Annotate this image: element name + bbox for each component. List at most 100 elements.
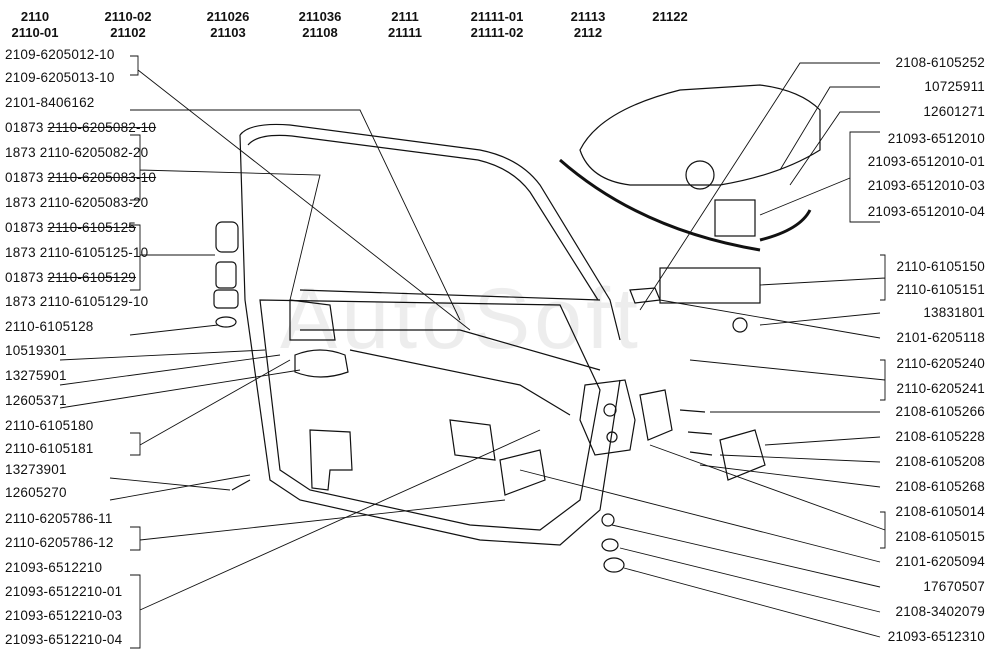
part-number-label: 21093-6512310 xyxy=(887,629,985,644)
part-code: 2110-6205083-10 xyxy=(47,170,157,185)
part-number-label: 01873 2110-6105125 xyxy=(5,220,136,236)
part-number-label: 12601271 xyxy=(923,104,985,119)
part-number-label: 12605371 xyxy=(5,393,67,409)
part-number-label: 17670507 xyxy=(923,579,985,594)
model-code: 21103 xyxy=(210,25,246,40)
door-window-frame xyxy=(239,123,621,341)
part-code: 21093-6512210-01 xyxy=(5,584,123,599)
part-code: 13275901 xyxy=(5,368,67,383)
part-number-label: 2110-6205241 xyxy=(896,381,985,396)
part-number-label: 2101-6205094 xyxy=(895,554,985,569)
part-number-label: 2101-6205118 xyxy=(896,330,985,345)
part-number-label: 21093-6512010-03 xyxy=(867,178,985,193)
model-code: 2110-02 xyxy=(104,9,152,24)
striker xyxy=(639,389,673,441)
model-code: 21111-01 xyxy=(470,9,524,24)
part-code: 2110-6105125-10 xyxy=(39,245,149,260)
part-number-label: 2110-6105181 xyxy=(5,441,93,457)
part-number-label: 21093-6512210-01 xyxy=(5,584,122,600)
part-number-label: 21093-6512210-03 xyxy=(5,608,122,624)
part-number-label: 13275901 xyxy=(5,368,67,384)
part-number-label: 13273901 xyxy=(5,462,67,478)
model-code: 2110-01 xyxy=(11,25,59,40)
part-prefix: 01873 xyxy=(5,170,48,185)
part-number-label: 2108-3402079 xyxy=(895,604,985,619)
part-number-label: 1873 2110-6205082-20 xyxy=(5,145,148,161)
part-number-label: 2108-6105228 xyxy=(895,429,985,444)
part-prefix: 1873 xyxy=(5,294,40,309)
model-code: 21122 xyxy=(652,9,688,24)
part-prefix: 1873 xyxy=(5,195,40,210)
part-number-label: 01873 2110-6105129 xyxy=(5,270,136,286)
part-code: 2110-6105128 xyxy=(5,319,94,334)
part-number-label: 10725911 xyxy=(924,79,985,94)
part-number-label: 21093-6512210-04 xyxy=(5,632,122,648)
part-number-label: 2110-6205240 xyxy=(896,356,985,371)
part-code: 2110-6205082-20 xyxy=(39,145,149,160)
door-cutout-left xyxy=(309,429,353,491)
lock-body xyxy=(579,379,636,456)
part-code: 2110-6205082-10 xyxy=(47,120,157,135)
part-number-label: 01873 2110-6205082-10 xyxy=(5,120,156,136)
door-panel-inner xyxy=(259,299,601,531)
lock-rod xyxy=(349,349,571,416)
outer-handle xyxy=(294,349,349,378)
model-code: 211026 xyxy=(206,9,250,24)
part-code: 2110-6105180 xyxy=(5,418,94,433)
inner-handle xyxy=(289,299,336,341)
door-cutout-right xyxy=(449,419,496,461)
part-number-label: 2108-6105252 xyxy=(895,55,985,70)
part-code: 13273901 xyxy=(5,462,67,477)
part-code: 21093-6512210-04 xyxy=(5,632,123,647)
model-code: 21113 xyxy=(570,9,606,24)
door-panel-outline xyxy=(239,134,621,546)
part-prefix: 01873 xyxy=(5,120,48,135)
part-number-label: 2110-6105128 xyxy=(5,319,93,335)
model-code: 21108 xyxy=(302,25,338,40)
part-code: 2101-8406162 xyxy=(5,95,95,110)
door-glass-channel xyxy=(299,289,601,301)
part-prefix: 01873 xyxy=(5,270,48,285)
part-code: 12605371 xyxy=(5,393,67,408)
part-number-label: 2110-6205786-11 xyxy=(5,511,113,527)
part-code: 12605270 xyxy=(5,485,67,500)
lock-rod-2 xyxy=(300,329,601,371)
part-number-label: 13831801 xyxy=(923,305,985,320)
part-prefix: 1873 xyxy=(5,145,40,160)
part-code: 2109-6205012-10 xyxy=(5,47,115,62)
part-prefix: 01873 xyxy=(5,220,48,235)
part-number-label: 1873 2110-6105125-10 xyxy=(5,245,148,261)
watermark: AutoSoft xyxy=(280,271,642,367)
part-number-label: 21093-6512010-04 xyxy=(867,204,985,219)
door-lock-actuator xyxy=(499,449,546,496)
part-number-label: 2108-6105014 xyxy=(895,504,985,519)
model-code: 21111 xyxy=(388,25,422,40)
part-number-label: 2108-6105268 xyxy=(895,479,985,494)
part-number-label: 2101-8406162 xyxy=(5,95,94,111)
part-number-label: 21093-6512010-01 xyxy=(867,154,985,169)
part-prefix: 1873 xyxy=(5,245,40,260)
part-code: 2110-6205786-12 xyxy=(5,535,114,550)
part-number-label: 1873 2110-6105129-10 xyxy=(5,294,148,310)
part-code: 2110-6105129 xyxy=(47,270,136,285)
part-code: 10519301 xyxy=(5,343,67,358)
part-number-label: 1873 2110-6205083-20 xyxy=(5,195,148,211)
model-code: 2110 xyxy=(20,9,50,24)
part-number-label: 10519301 xyxy=(5,343,67,359)
part-code: 2110-6205786-11 xyxy=(5,511,113,526)
part-code: 21093-6512210 xyxy=(5,560,103,575)
model-code: 211036 xyxy=(298,9,342,24)
part-number-label: 2108-6105208 xyxy=(895,454,985,469)
part-code: 2110-6205083-20 xyxy=(39,195,149,210)
part-number-label: 2109-6205013-10 xyxy=(5,70,115,86)
model-code: 2111 xyxy=(391,9,419,24)
part-code: 2110-6105129-10 xyxy=(39,294,149,309)
part-code: 2110-6105125 xyxy=(47,220,136,235)
part-number-label: 12605270 xyxy=(5,485,67,501)
part-number-label: 2110-6105150 xyxy=(896,259,985,274)
part-number-label: 01873 2110-6205083-10 xyxy=(5,170,156,186)
part-code: 2109-6205013-10 xyxy=(5,70,115,85)
part-number-label: 2108-6105266 xyxy=(895,404,985,419)
part-number-label: 2110-6105151 xyxy=(896,282,985,297)
